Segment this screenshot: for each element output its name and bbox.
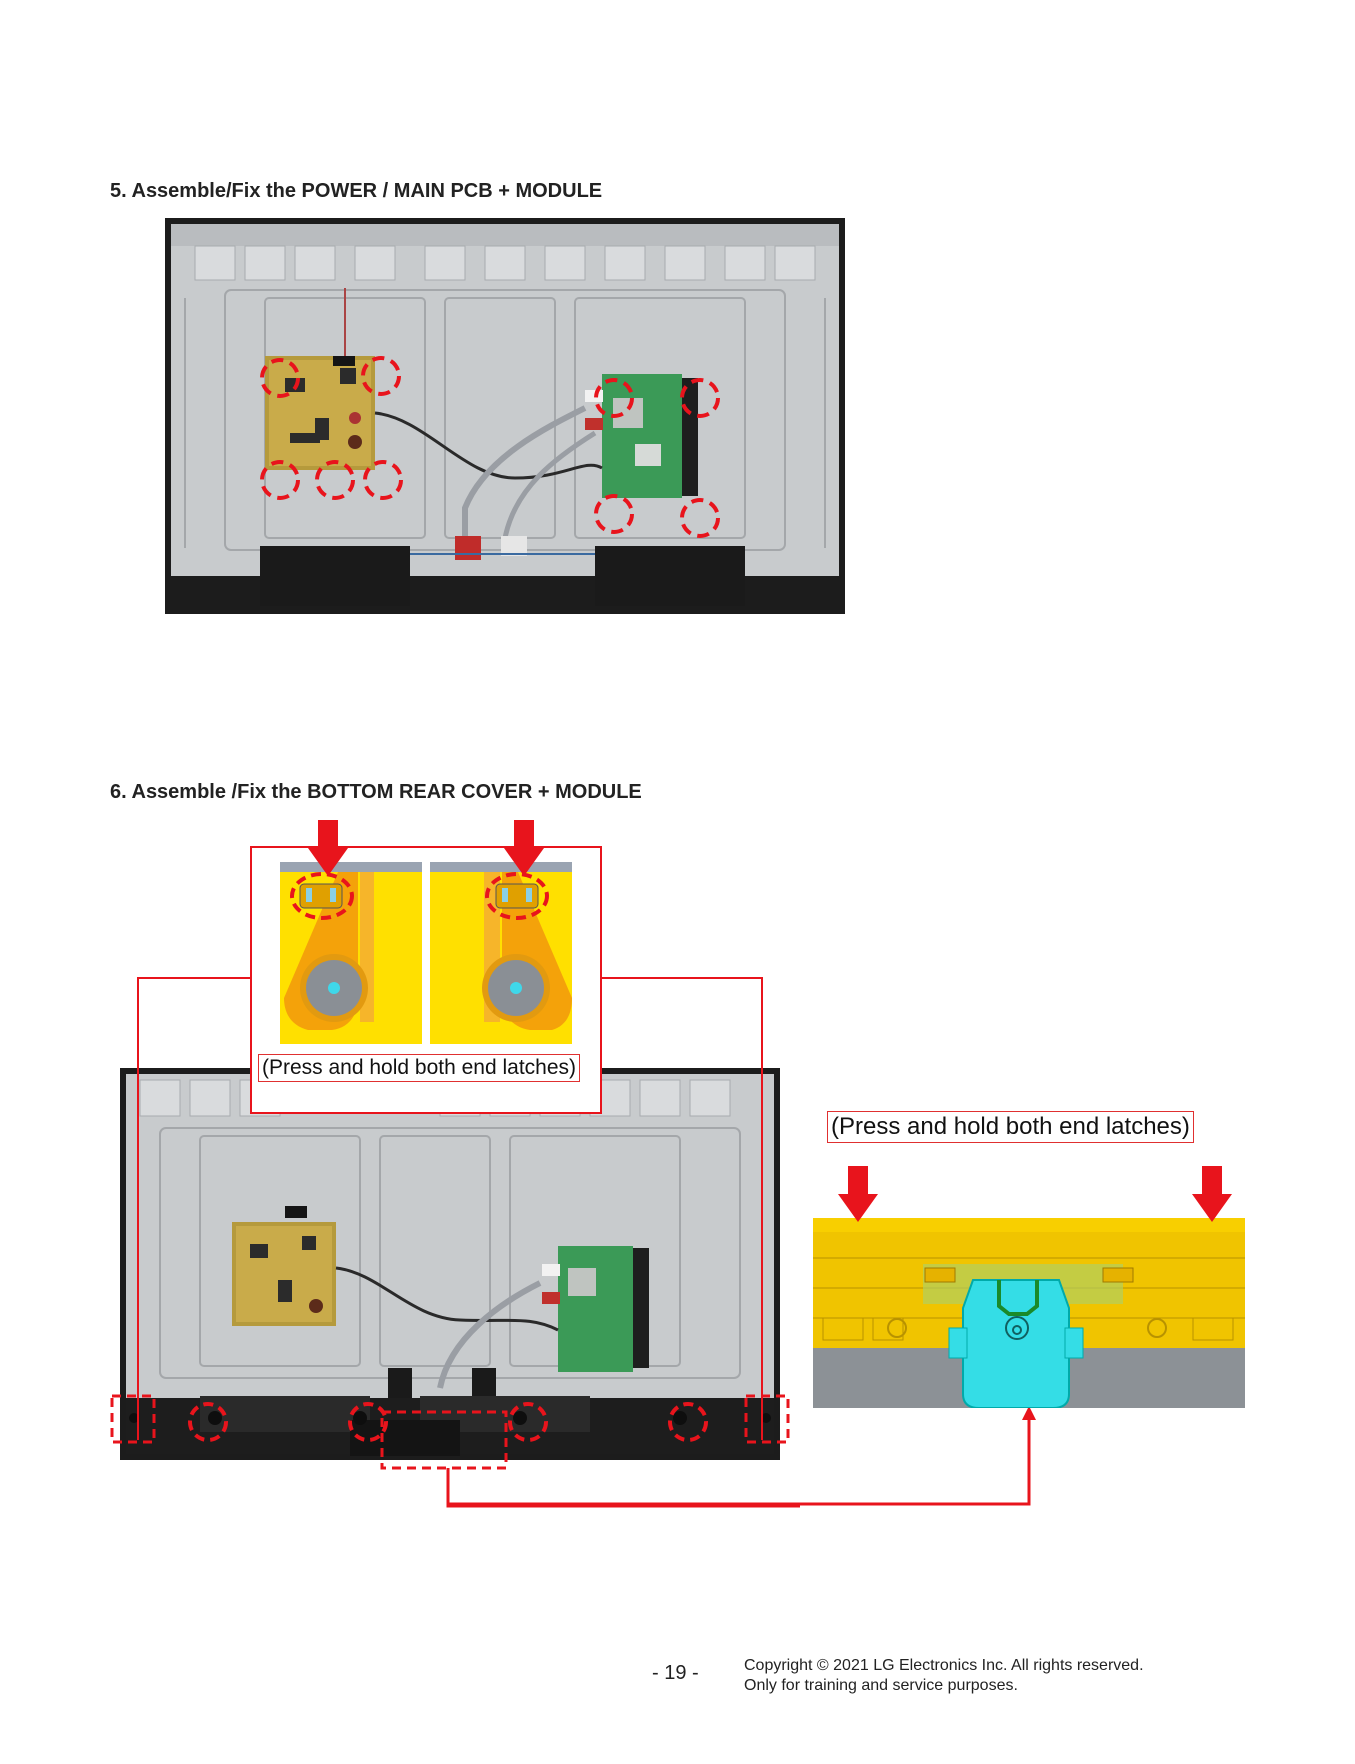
- copyright-line-2: Only for training and service purposes.: [744, 1677, 1018, 1694]
- latch-closeup-images: [280, 862, 572, 1044]
- latch-detail-image: [813, 1218, 1245, 1408]
- press-arrow-icon: [308, 820, 348, 876]
- section-6-heading: 6. Assemble /Fix the BOTTOM REAR COVER +…: [110, 781, 642, 803]
- latch-closeup-inset: (Press and hold both end latches): [250, 846, 602, 1114]
- copyright-notice: Copyright © 2021 LG Electronics Inc. All…: [744, 1656, 1144, 1696]
- press-arrow-icon: [838, 1166, 878, 1222]
- connector-arrow: [448, 1406, 1048, 1506]
- section-6-callouts: [110, 840, 800, 1520]
- inset-caption: (Press and hold both end latches): [258, 1054, 581, 1082]
- press-arrow-icon: [1192, 1166, 1232, 1222]
- page-number: - 19 -: [652, 1662, 699, 1684]
- copyright-line-1: Copyright © 2021 LG Electronics Inc. All…: [744, 1657, 1144, 1674]
- latch-detail-caption: (Press and hold both end latches): [827, 1111, 1194, 1143]
- tv-back-photo-cover: [120, 1068, 780, 1460]
- press-arrow-icon: [504, 820, 544, 876]
- tv-back-photo-pcb: [165, 218, 845, 614]
- section-5-heading: 5. Assemble/Fix the POWER / MAIN PCB + M…: [110, 180, 603, 202]
